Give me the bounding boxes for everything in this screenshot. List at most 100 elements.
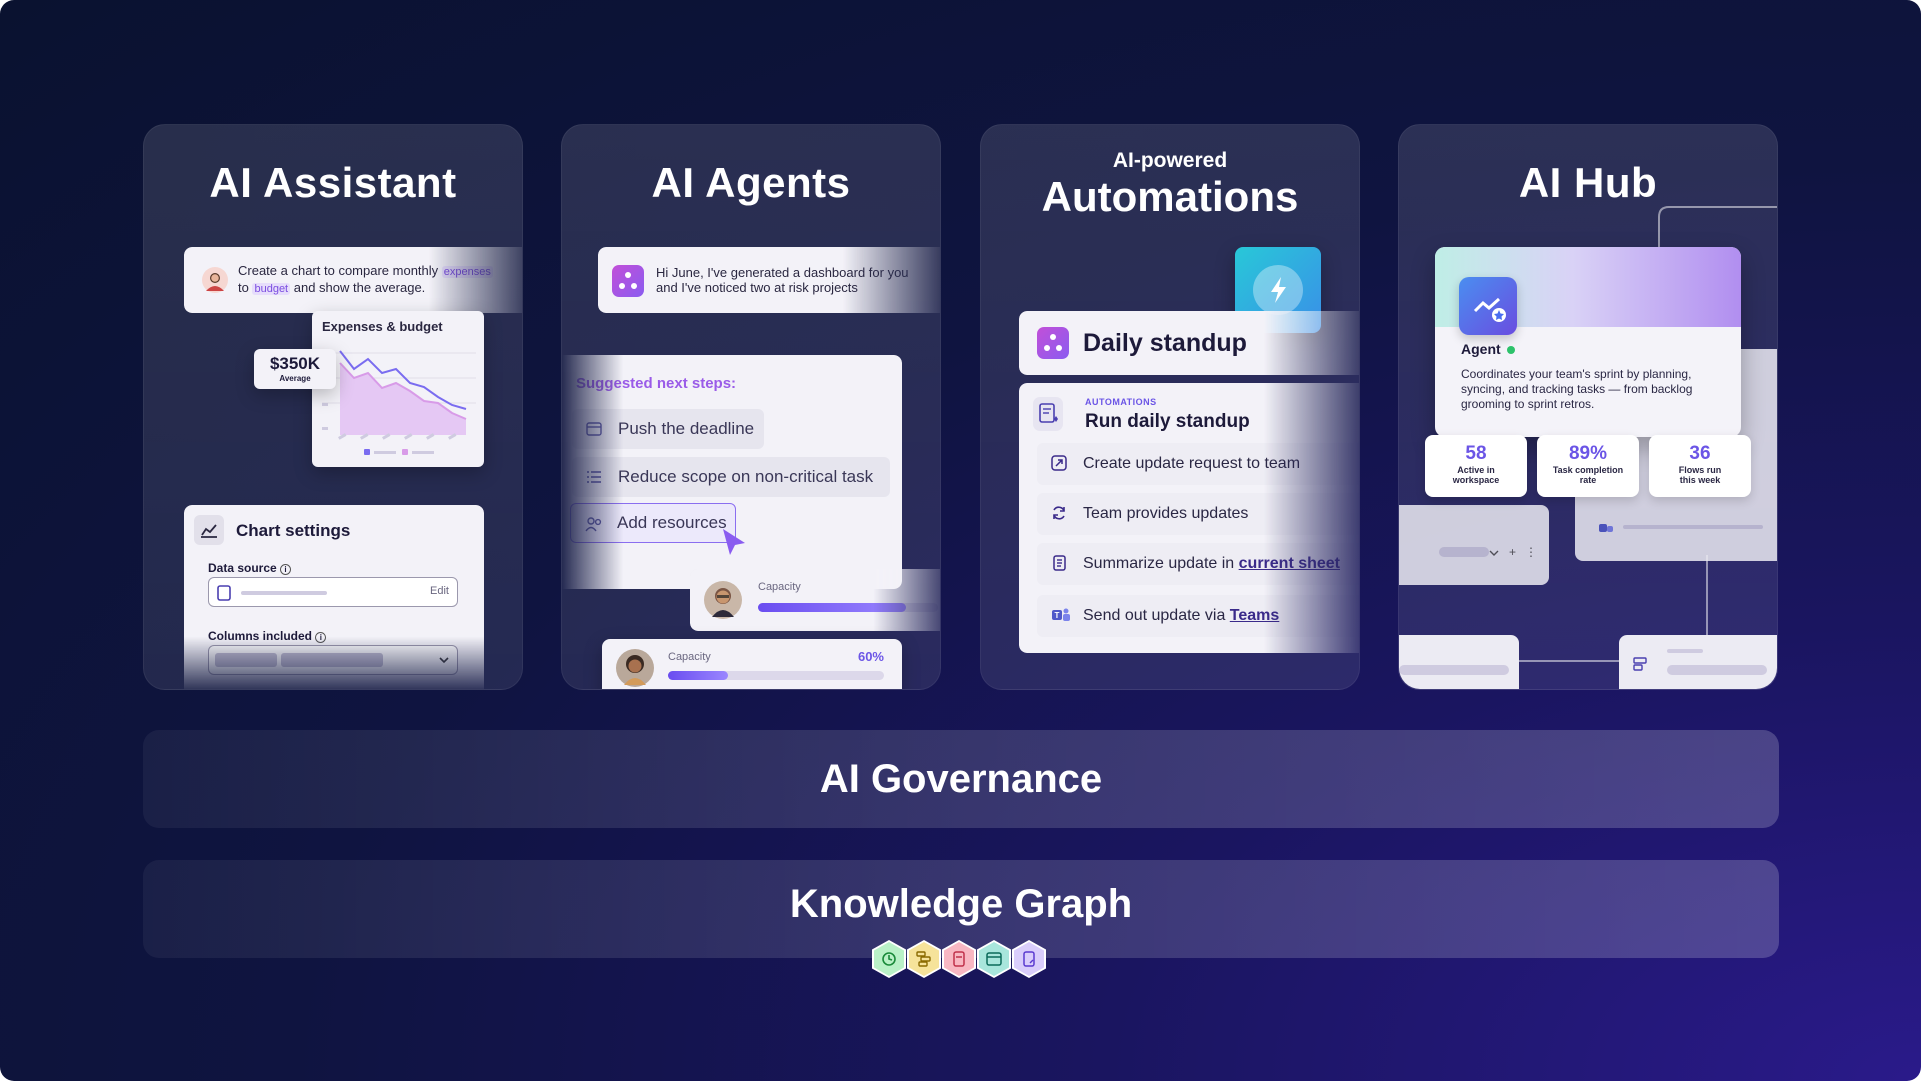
prompt-to: to: [238, 280, 249, 295]
card-ai-automations[interactable]: AI-powered Automations Daily standup AUT…: [980, 124, 1360, 690]
board-icon: [977, 940, 1011, 978]
chart-icon: [194, 515, 224, 545]
legend-marker: [364, 449, 370, 455]
step-push-deadline[interactable]: Push the deadline: [572, 409, 764, 449]
status-dot: [1506, 346, 1515, 354]
capacity-card-2: Capacity 60%: [602, 639, 902, 689]
agent-icon: [612, 265, 644, 297]
card-subtitle: AI-powered: [1112, 149, 1228, 172]
columns-label: Columns included i: [208, 629, 327, 643]
sheet-icon: [217, 585, 231, 601]
edit-button[interactable]: Edit: [430, 585, 449, 597]
capacity-label: Capacity: [668, 651, 711, 663]
background-node: + ⋮: [1399, 505, 1549, 585]
tag-budget: budget: [252, 283, 291, 295]
step-send-out[interactable]: T Send out update via Teams: [1037, 595, 1359, 637]
capacity-percent: 60%: [857, 649, 884, 664]
legend-line: [374, 451, 396, 454]
agent-avatar-icon: [1459, 277, 1517, 335]
background-node: [1619, 635, 1777, 689]
cursor-icon: [723, 529, 745, 555]
link-current-sheet[interactable]: current sheet: [1238, 555, 1341, 572]
teams-icon: [1599, 521, 1613, 532]
average-label: Average: [279, 374, 311, 383]
stats-row: 58 Active in workspace 89% Task completi…: [1425, 435, 1755, 497]
workflow-panel[interactable]: AUTOMATIONS Run daily standup Create upd…: [1019, 383, 1359, 653]
arrow-square-icon: [1051, 455, 1067, 471]
workflow-title: Run daily standup: [1085, 411, 1250, 432]
prompt-text-2: and show the average.: [293, 280, 426, 295]
capacity-card-1: Capacity: [690, 569, 940, 631]
svg-text:T: T: [1055, 611, 1060, 620]
stat-flows: 36 Flows run this week: [1649, 435, 1751, 497]
agent-description: Coordinates your team's sprint by planni…: [1461, 367, 1693, 411]
doc-icon: [1053, 555, 1066, 571]
list-icon: [587, 471, 601, 483]
legend-line: [412, 451, 434, 454]
standup-title: Daily standup: [1083, 329, 1247, 357]
teams-icon: T: [1052, 608, 1070, 621]
step-add-resources[interactable]: Add resources: [570, 503, 736, 543]
card-title: AI Assistant: [209, 159, 457, 206]
chart-settings-panel[interactable]: Chart settings Data source i Edit Column…: [184, 505, 484, 689]
card-title: AI Agents: [651, 159, 851, 206]
lightning-icon: [1271, 277, 1286, 303]
prompt-text: Create a chart to compare monthly: [238, 263, 439, 278]
more-icon: ⋮: [1525, 545, 1537, 559]
agent-message: Hi June, I've generated a dashboard for …: [598, 247, 940, 313]
message-line-2: and I've noticed two at risk projects: [656, 280, 858, 295]
settings-title: Chart settings: [236, 521, 351, 540]
average-badge: $350K Average: [254, 349, 336, 389]
user-avatar: [202, 267, 228, 293]
band-ai-governance[interactable]: AI Governance: [143, 730, 1779, 828]
average-value: $350K: [269, 354, 321, 373]
agent-card[interactable]: Agent Coordinates your team's sprint by …: [1435, 247, 1741, 437]
message-line-1: Hi June, I've generated a dashboard for …: [656, 265, 909, 280]
stat-completion: 89% Task completion rate: [1537, 435, 1639, 497]
chart-title: Expenses & budget: [322, 319, 443, 334]
band-title: Knowledge Graph: [789, 882, 1133, 926]
hierarchy-icon: [907, 940, 941, 978]
data-source-label: Data source i: [208, 561, 292, 575]
agent-icon: [1037, 327, 1069, 359]
doc-icon: [1012, 940, 1046, 978]
suggestions-panel: Suggested next steps: Push the deadline …: [562, 355, 902, 589]
step-team-updates[interactable]: Team provides updates: [1037, 493, 1359, 535]
form-icon: [1633, 657, 1647, 671]
step-reduce-scope[interactable]: Reduce scope on non-critical task: [572, 457, 890, 497]
tag-expenses: expenses: [441, 266, 493, 278]
link-teams[interactable]: Teams: [1229, 607, 1280, 624]
line-chart: [322, 350, 476, 440]
step-summarize[interactable]: Summarize update in current sheet: [1037, 543, 1359, 585]
section-label: AUTOMATIONS: [1085, 397, 1157, 407]
chevron-down-icon: [1489, 550, 1499, 556]
data-source-field[interactable]: Edit: [208, 577, 458, 607]
columns-select[interactable]: [208, 645, 458, 675]
calendar-icon: [586, 422, 602, 436]
form-icon: [942, 940, 976, 978]
chart-panel[interactable]: Expenses & budget: [312, 311, 484, 467]
step-create-request[interactable]: Create update request to team: [1037, 443, 1359, 485]
info-icon: i: [315, 632, 327, 643]
person-avatar: [616, 649, 654, 687]
capacity-label: Capacity: [758, 581, 801, 593]
band-title: AI Governance: [819, 757, 1103, 801]
card-ai-assistant[interactable]: AI Assistant Create a chart to compare m…: [143, 124, 523, 690]
card-title: Automations: [1041, 173, 1299, 220]
agent-label: Agent: [1461, 341, 1515, 357]
legend-marker: [402, 449, 408, 455]
suggested-heading: Suggested next steps:: [576, 375, 737, 392]
standup-header[interactable]: Daily standup: [1019, 311, 1359, 375]
card-ai-hub[interactable]: AI Hub + ⋮: [1398, 124, 1778, 690]
refresh-icon: [1053, 506, 1065, 520]
workflow-icon: [1033, 397, 1063, 431]
card-ai-agents[interactable]: AI Agents Hi June, I've generated a dash…: [561, 124, 941, 690]
people-icon: [585, 517, 602, 532]
capacity-bar-fill: [668, 671, 729, 680]
capacity-bar: [668, 671, 884, 680]
capacity-bar-fill: [758, 603, 906, 612]
hex-icon-row: [872, 940, 1052, 980]
prompt-bubble: Create a chart to compare monthly expens…: [184, 247, 522, 313]
stat-active: 58 Active in workspace: [1425, 435, 1527, 497]
